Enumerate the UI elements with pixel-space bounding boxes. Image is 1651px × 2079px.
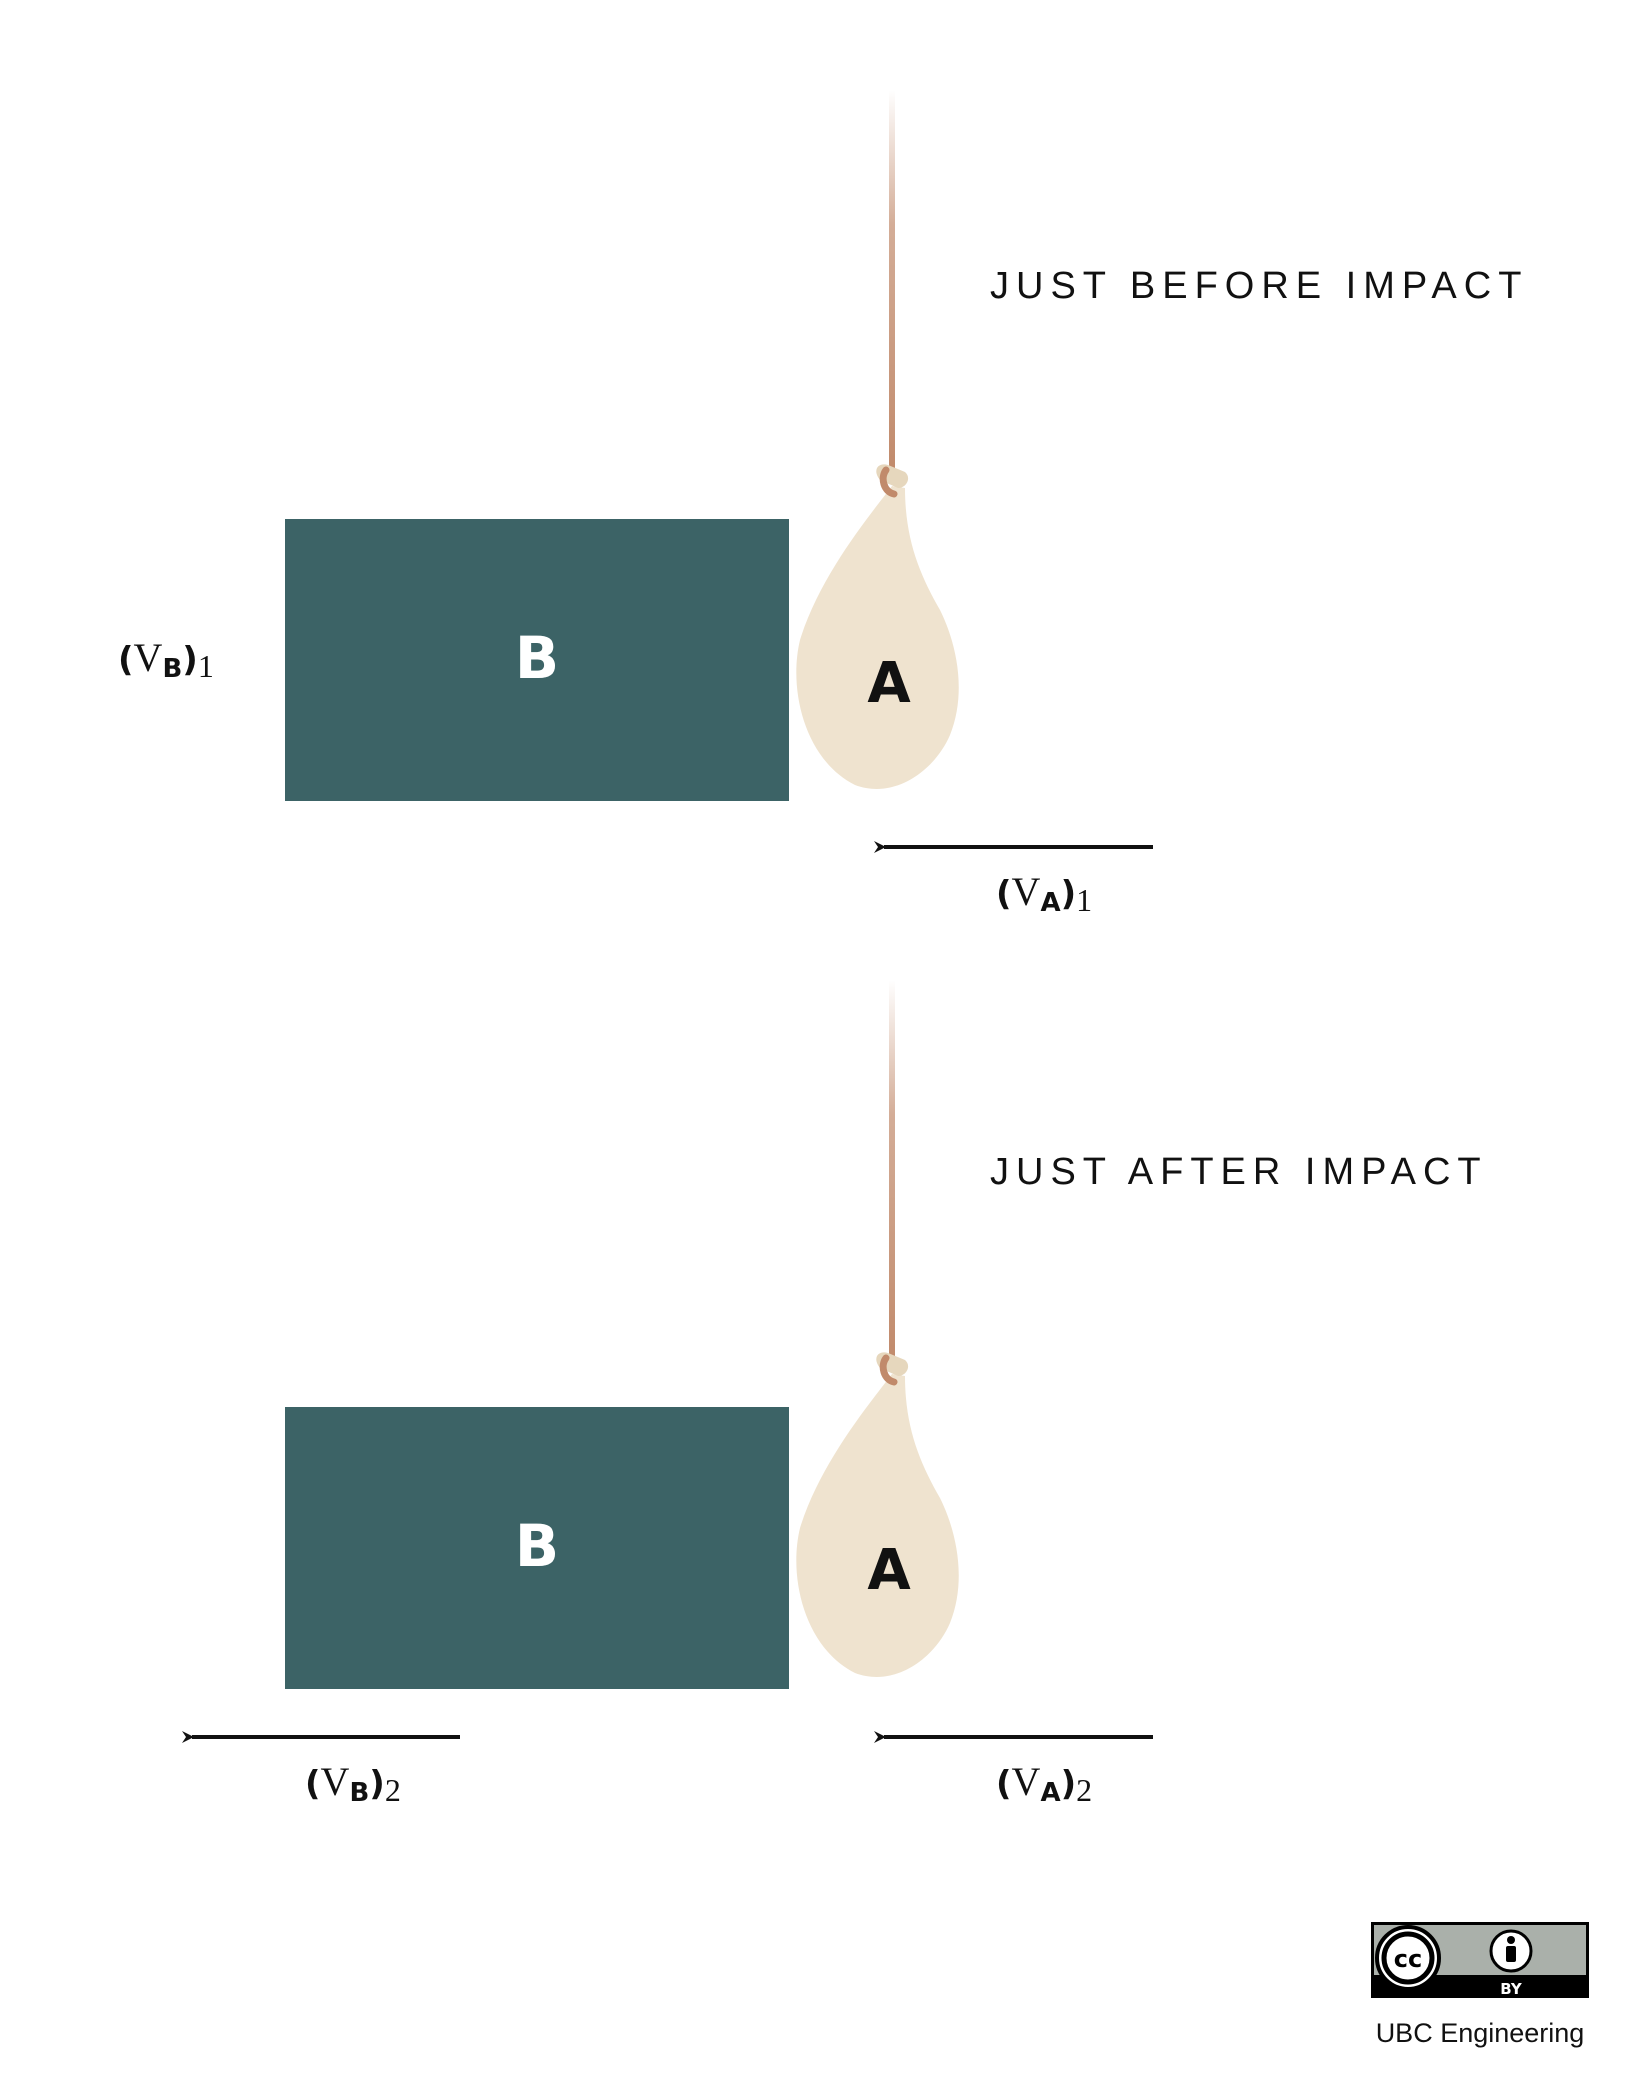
credit-text: UBC Engineering: [1376, 2018, 1585, 2048]
by-label: BY: [1500, 1980, 1523, 1998]
panel-before: JUST BEFORE IMPACT B A (VA)1 (VB)1: [118, 90, 1528, 918]
bag-a-label: A: [867, 1538, 911, 1603]
block-b: [285, 1407, 789, 1689]
rope: [889, 980, 895, 1364]
svg-text:cc: cc: [1394, 1945, 1422, 1973]
label-vb2: (VB)2: [305, 1759, 401, 1808]
label-vb1: (VB)1: [118, 635, 214, 684]
label-va2: (VA)2: [996, 1759, 1092, 1808]
cc-by-badge[interactable]: cc BY: [1371, 1922, 1589, 1998]
label-va1: (VA)1: [996, 869, 1092, 918]
block-b-label: B: [515, 1512, 559, 1580]
block-b-label: B: [515, 624, 559, 692]
panel-heading-before: JUST BEFORE IMPACT: [990, 265, 1528, 307]
rope: [889, 90, 895, 475]
cc-icon: cc: [1375, 1925, 1441, 1991]
block-b: [285, 519, 789, 801]
panel-after: JUST AFTER IMPACT B A (VA)2 (VB)2: [182, 980, 1488, 1808]
sandbag-a: [796, 464, 959, 789]
panel-heading-after: JUST AFTER IMPACT: [990, 1151, 1488, 1193]
sandbag-a: [796, 1352, 959, 1677]
bag-a-label: A: [867, 651, 911, 716]
attribution-person-icon: [1489, 1929, 1533, 1973]
